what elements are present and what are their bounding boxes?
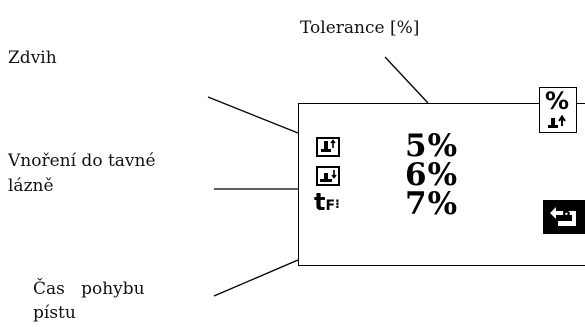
stroke-up-icon xyxy=(316,137,340,157)
immersion-label-line1: Vnoření do tavné xyxy=(8,151,156,171)
stroke-label: Zdvih xyxy=(8,48,57,68)
back-button-label: R xyxy=(562,209,572,223)
leader-tolerance xyxy=(384,56,429,104)
leader-time xyxy=(213,259,299,297)
return-arrow-icon xyxy=(550,207,576,226)
percent-glyph: % xyxy=(545,87,570,115)
immersion-down-icon xyxy=(316,166,340,186)
back-button[interactable]: R xyxy=(543,200,585,234)
time-label-line1: Čas pohybu xyxy=(33,279,145,299)
tolerance-percent-icon[interactable]: % xyxy=(539,87,577,133)
immersion-tolerance-value: 6% xyxy=(405,157,459,193)
time-symbol: t xyxy=(314,188,326,216)
colon-glyph: ⁝ xyxy=(335,197,340,211)
time-label-line2: pístu xyxy=(33,303,76,323)
time-tolerance-value: 7% xyxy=(405,186,459,222)
immersion-label-line2: lázně xyxy=(8,176,54,196)
time-subscript: F xyxy=(325,198,336,214)
stroke-up-small-icon xyxy=(548,115,566,128)
lcd-display: 5% 6% tF⁝ 7% % R xyxy=(298,87,585,266)
leader-stroke xyxy=(207,96,299,134)
stroke-tolerance-value: 5% xyxy=(405,128,459,164)
tolerance-label: Tolerance [%] xyxy=(300,18,420,38)
time-tf-icon: tF⁝ xyxy=(314,190,340,218)
